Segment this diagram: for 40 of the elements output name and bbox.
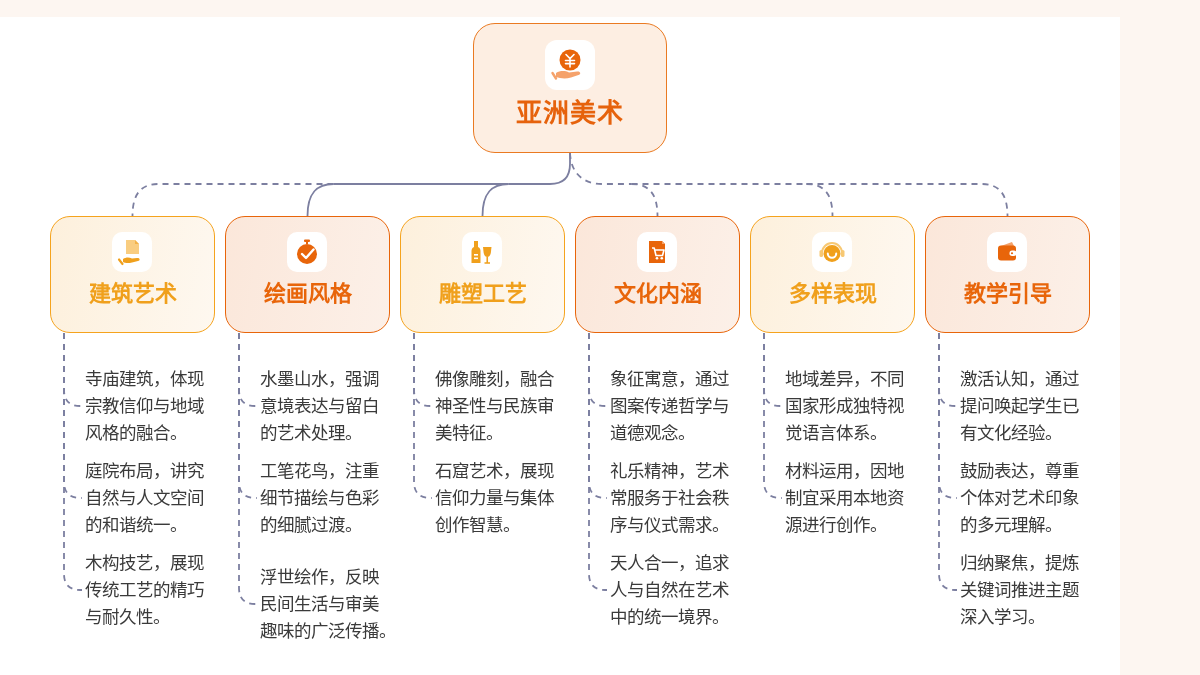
- leader-line: [938, 332, 958, 591]
- topic-title: 亚洲美术: [515, 97, 625, 130]
- connector-line: [131, 183, 335, 217]
- connector-line: [332, 183, 510, 185]
- leader-line: [588, 332, 608, 591]
- description-text: 工笔花鸟，注重细节描绘与色彩的细腻过渡。: [260, 458, 379, 539]
- category-box: [575, 216, 740, 333]
- description-text: 天人合一，追求人与自然在艺术中的统一境界。: [610, 550, 729, 631]
- description-text: 象征寓意，通过图案传递哲学与道德观念。: [610, 366, 729, 447]
- description-text: 材料运用，因地制宜采用本地资源进行创作。: [785, 458, 904, 539]
- category-title: 多样表现: [787, 280, 878, 308]
- leader-line: [763, 332, 783, 499]
- description-text: 庭院布局，讲究自然与人文空间的和谐统一。: [85, 458, 204, 539]
- description-text: 水墨山水，强调意境表达与留白的艺术处理。: [260, 366, 379, 447]
- category-box: [50, 216, 215, 333]
- description-text: 鼓励表达，尊重个体对艺术印象的多元理解。: [960, 458, 1079, 539]
- description-text: 寺庙建筑，体现宗教信仰与地域风格的融合。: [85, 366, 204, 447]
- description-text: 佛像雕刻，融合神圣性与民族审美特征。: [435, 366, 554, 447]
- description-text: 激活认知，通过提问唤起学生已有文化经验。: [960, 366, 1079, 447]
- leader-line: [413, 332, 433, 499]
- category-box: [750, 216, 915, 333]
- category-title: 雕塑工艺: [437, 280, 528, 308]
- category-box: [225, 216, 390, 333]
- category-title: 文化内涵: [612, 280, 703, 308]
- leader-line: [238, 332, 258, 605]
- description-text: 归纳聚焦，提炼关键词推进主题深入学习。: [960, 550, 1079, 631]
- category-title: 建筑艺术: [87, 280, 178, 308]
- category-box: [400, 216, 565, 333]
- category-title: 绘画风格: [262, 280, 353, 308]
- topic-box: [473, 23, 667, 153]
- description-text: 地域差异，不同国家形成独特视觉语言体系。: [785, 366, 904, 447]
- category-title: 教学引导: [962, 280, 1053, 308]
- connector-line: [805, 183, 1009, 217]
- category-box: [925, 216, 1090, 333]
- connector-line: [569, 152, 633, 185]
- description-text: 礼乐精神，艺术常服务于社会秩序与仪式需求。: [610, 458, 729, 539]
- leader-line: [63, 332, 83, 591]
- description-text: 石窟艺术，展现信仰力量与集体创作智慧。: [435, 458, 554, 539]
- description-text: 木构技艺，展现传统工艺的精巧与耐久性。: [85, 550, 204, 631]
- description-text: 浮世绘作，反映民间生活与审美趣味的广泛传播。: [260, 564, 396, 645]
